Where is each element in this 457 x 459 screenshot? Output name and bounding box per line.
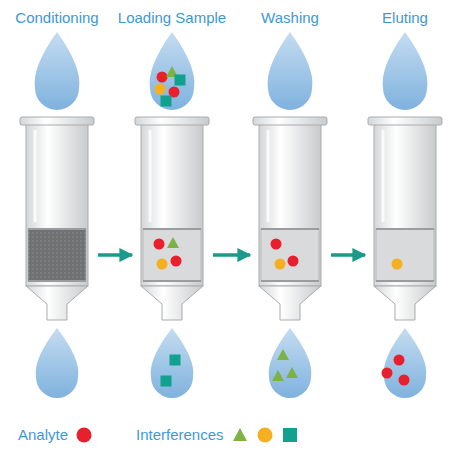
legend-text: Analyte bbox=[18, 426, 68, 443]
particle bbox=[382, 368, 393, 379]
particle bbox=[286, 367, 298, 378]
drop bbox=[35, 32, 80, 110]
cartridge-step: Eluting bbox=[368, 117, 442, 320]
particle bbox=[271, 239, 282, 250]
step-heading: Conditioning bbox=[15, 9, 98, 26]
particle bbox=[394, 355, 405, 366]
particle bbox=[175, 75, 186, 86]
cartridge-step: Conditioning bbox=[20, 117, 94, 320]
particle bbox=[272, 370, 284, 381]
drop bbox=[269, 328, 312, 398]
particle bbox=[155, 84, 166, 95]
particle bbox=[167, 237, 179, 248]
particle bbox=[161, 96, 172, 107]
particles bbox=[154, 66, 410, 387]
drop bbox=[151, 328, 194, 398]
particle bbox=[170, 355, 181, 366]
cartridge-step: Loading Sample bbox=[135, 117, 209, 320]
particle bbox=[277, 349, 289, 360]
spe-cartridge bbox=[135, 32, 209, 398]
drop bbox=[36, 328, 79, 398]
legend-item: Analyte bbox=[18, 426, 92, 443]
particle bbox=[161, 376, 172, 387]
legend-item: Interferences bbox=[136, 426, 298, 443]
particle bbox=[288, 256, 299, 267]
drop bbox=[384, 328, 427, 398]
spe-cartridge bbox=[253, 32, 327, 398]
step-arrow bbox=[331, 253, 365, 257]
legend-swatch bbox=[76, 427, 92, 443]
legend-text: Interferences bbox=[136, 426, 224, 443]
step-arrow bbox=[98, 253, 132, 257]
legend-swatch bbox=[77, 427, 92, 442]
particle bbox=[399, 375, 410, 386]
drop bbox=[383, 32, 428, 110]
spe-cartridge bbox=[20, 32, 94, 398]
particle bbox=[157, 259, 168, 270]
particle bbox=[275, 259, 286, 270]
drop bbox=[150, 32, 195, 110]
particle bbox=[157, 72, 168, 83]
step-heading: Loading Sample bbox=[118, 9, 226, 26]
particle bbox=[171, 256, 182, 267]
spe-cartridge bbox=[368, 32, 442, 398]
legend-symbols bbox=[232, 427, 298, 443]
step-arrow bbox=[213, 253, 250, 257]
cartridge-step: Washing bbox=[253, 117, 327, 320]
particle bbox=[154, 239, 165, 250]
step-heading: Washing bbox=[261, 9, 319, 26]
particle bbox=[392, 259, 403, 270]
drop bbox=[268, 32, 313, 110]
step-heading: Eluting bbox=[382, 9, 428, 26]
